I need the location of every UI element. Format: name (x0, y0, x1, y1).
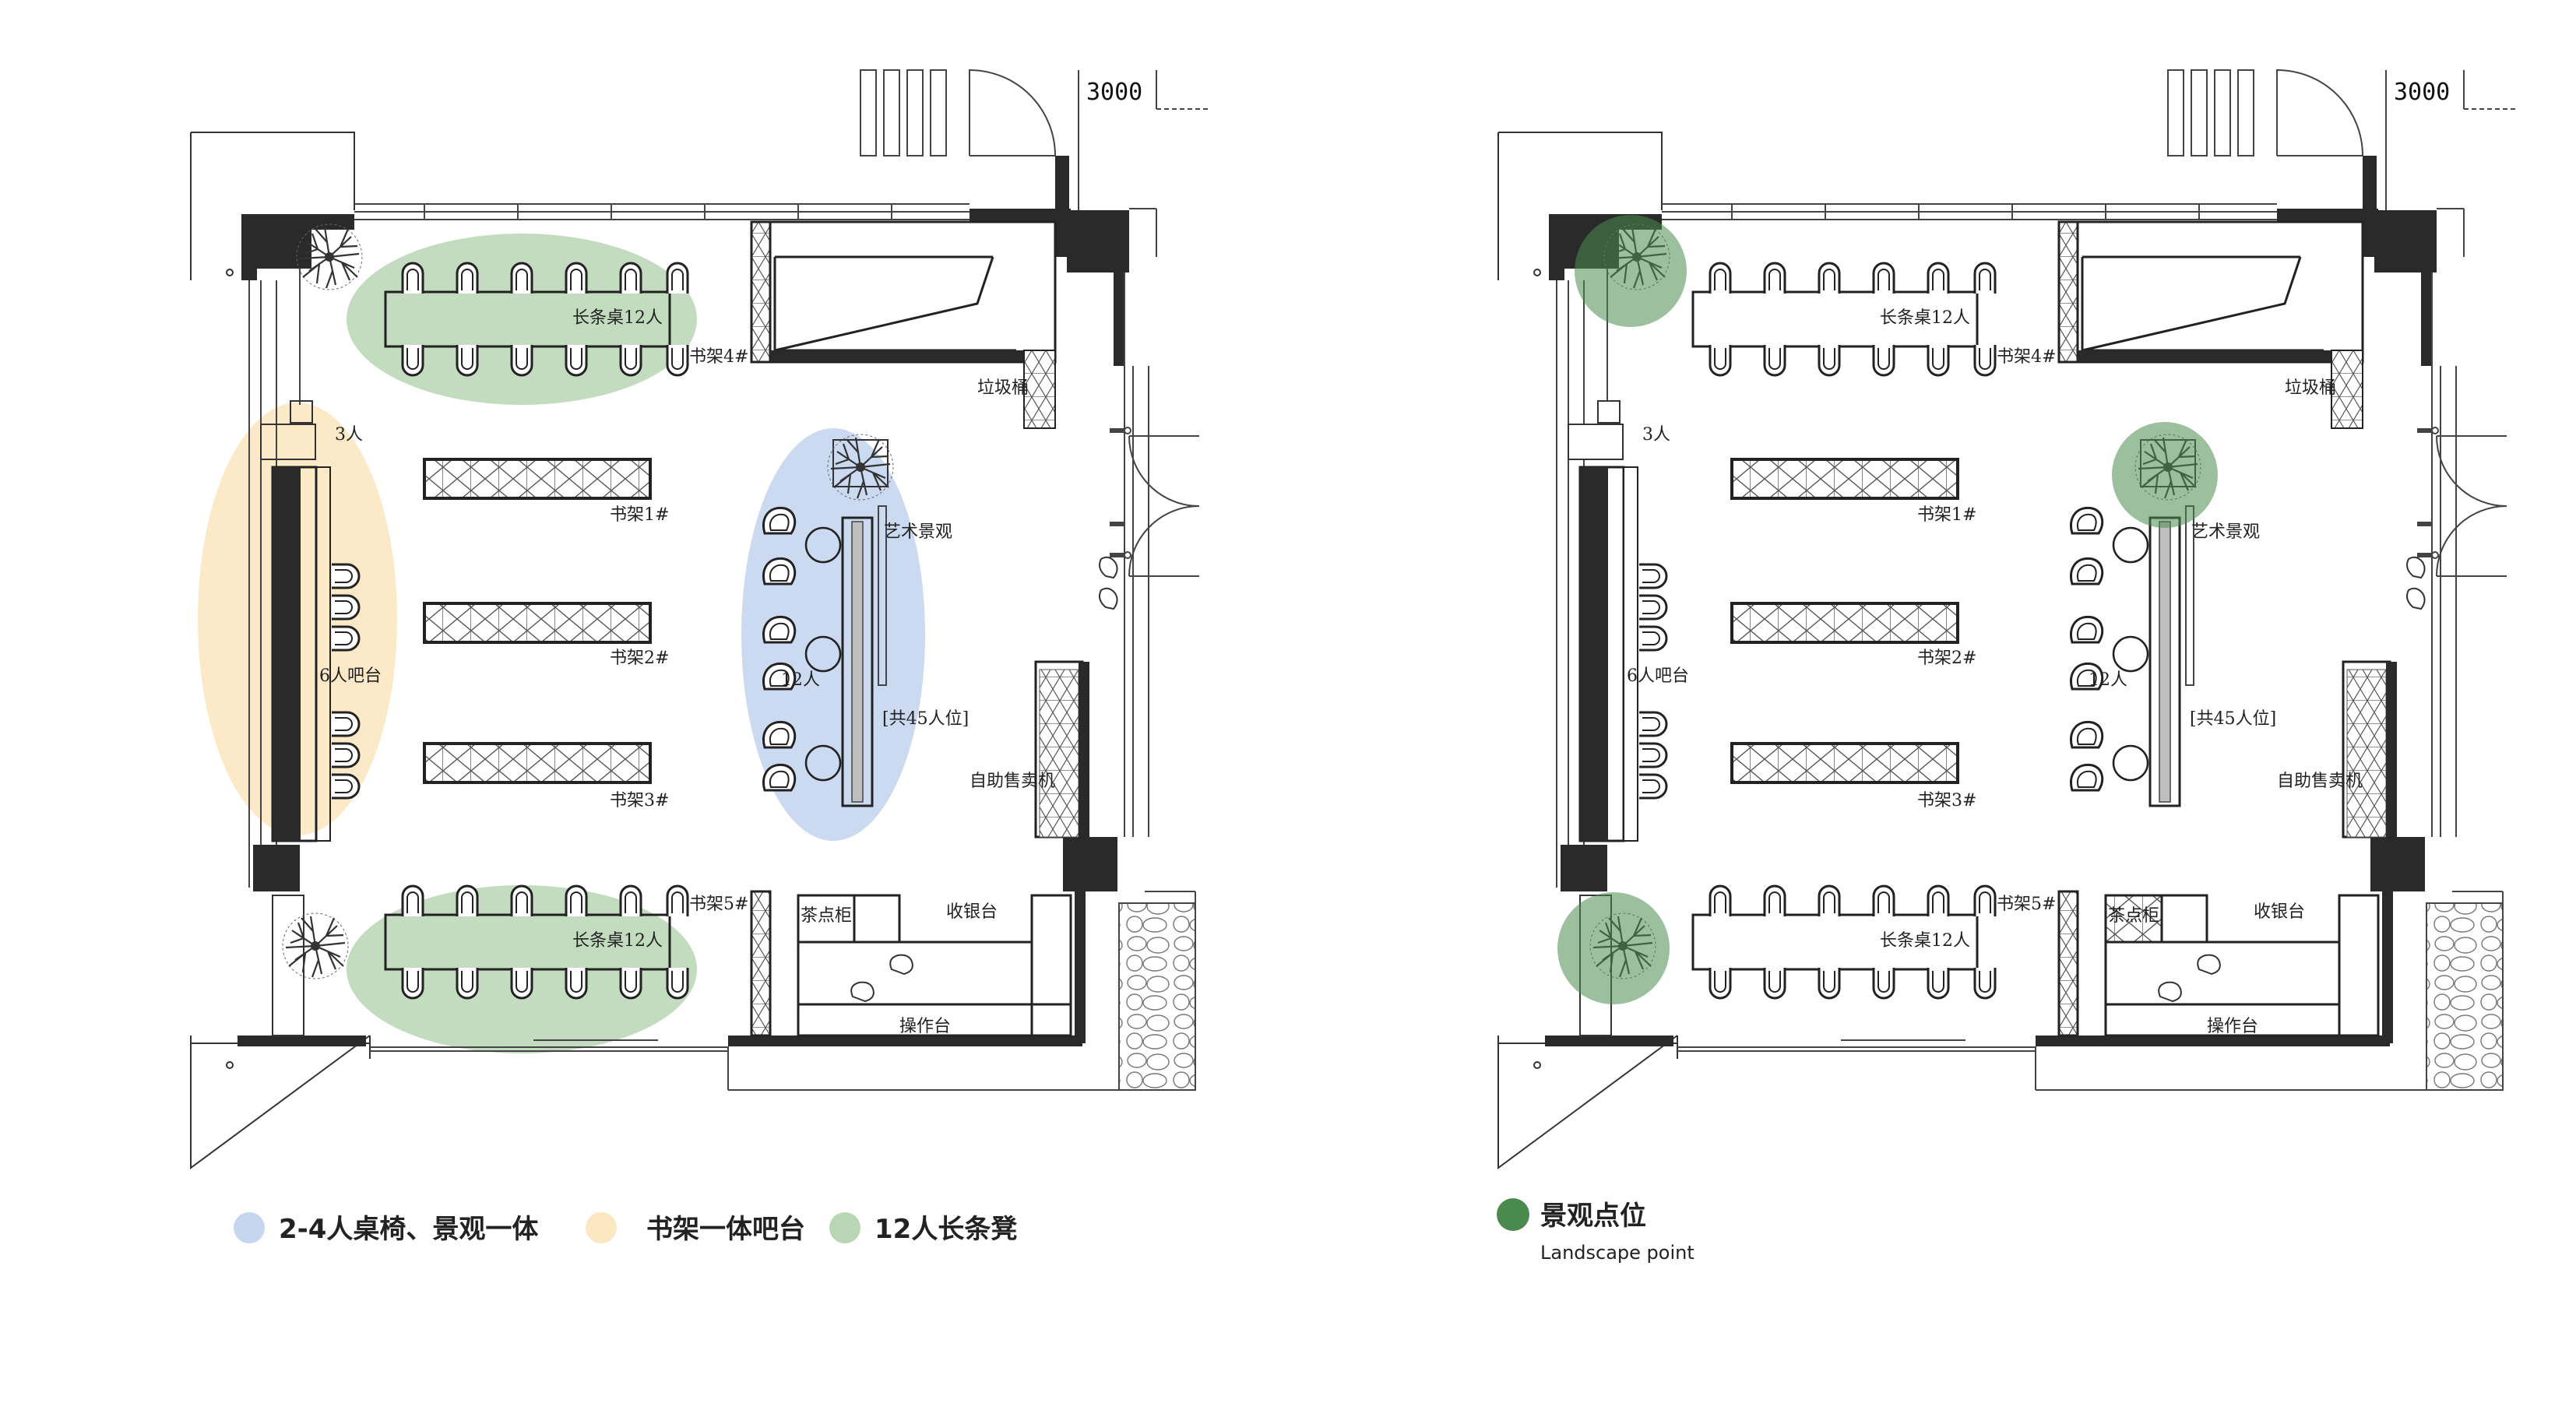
label-art-landscape: 艺术景观 (884, 522, 952, 542)
label-long-table-bottom: 长条桌12人 (1880, 931, 1970, 951)
label-operation: 操作台 (899, 1017, 951, 1036)
label-3-people: 3人 (335, 425, 363, 445)
label-shelf-1: 书架1# (610, 505, 669, 525)
legend-swatch-landscape (1497, 1198, 1529, 1231)
legend-right: 景观点位 Landscape point (1497, 1198, 1694, 1264)
legend-label-yellow: 书架一体吧台 (646, 1214, 805, 1245)
label-6-bar: 6人吧台 (1627, 666, 1689, 686)
label-total-seats: [共45人位] (2190, 709, 2276, 729)
legend-swatch-yellow (586, 1212, 617, 1243)
label-cashier: 收银台 (2254, 902, 2305, 922)
label-shelf-2: 书架2# (610, 649, 669, 668)
label-vending: 自助售卖机 (2277, 772, 2363, 791)
label-trash: 垃圾桶 (2285, 378, 2336, 398)
floor-plan-drawing: 3000 (190, 69, 1211, 1169)
label-total-seats: [共45人位] (882, 709, 969, 729)
legend-label-green: 12人长条凳 (875, 1214, 1017, 1245)
label-vending: 自助售卖机 (970, 772, 1055, 791)
label-tea-cabinet: 茶点柜 (801, 906, 852, 926)
label-long-table-top: 长条桌12人 (572, 308, 663, 328)
label-tea-cabinet: 茶点柜 (2108, 906, 2159, 926)
label-shelf-3: 书架3# (1917, 791, 1976, 810)
label-trash: 垃圾桶 (977, 378, 1029, 398)
legend-label-landscape: 景观点位 (1540, 1201, 1646, 1232)
landscape-point-2 (1557, 892, 1670, 1004)
legend-label-blue: 2-4人桌椅、景观一体 (279, 1214, 538, 1245)
label-cashier: 收银台 (946, 902, 998, 922)
landscape-point-3 (2112, 422, 2218, 528)
label-shelf-5: 书架5# (1997, 895, 2056, 914)
legend-swatch-blue (234, 1212, 265, 1243)
label-shelf-2: 书架2# (1917, 649, 1976, 668)
floor-plan-left: 3000 (190, 69, 1211, 1169)
floor-plan-right: 3000 (1497, 69, 2518, 1169)
zone-green-top (347, 234, 697, 405)
label-operation: 操作台 (2207, 1017, 2258, 1036)
label-6-bar: 6人吧台 (319, 666, 382, 686)
label-3-people: 3人 (1642, 425, 1670, 445)
label-shelf-1: 书架1# (1917, 505, 1976, 525)
label-long-table-top: 长条桌12人 (1880, 308, 1970, 328)
label-art-landscape: 艺术景观 (2191, 522, 2260, 542)
label-12-people: 12人 (2089, 670, 2127, 690)
landscape-point-1 (1575, 215, 1687, 327)
label-shelf-4: 书架4# (689, 347, 748, 367)
dimension-3000: 3000 (1086, 79, 1142, 106)
label-shelf-4: 书架4# (1997, 347, 2056, 367)
label-long-table-bottom: 长条桌12人 (572, 931, 663, 951)
label-shelf-3: 书架3# (610, 791, 669, 810)
dimension-3000: 3000 (2394, 79, 2450, 106)
label-12-people: 12人 (781, 670, 820, 690)
legend-sublabel-landscape: Landscape point (1540, 1242, 1694, 1264)
legend-left: 2-4人桌椅、景观一体 书架一体吧台 12人长条凳 (234, 1212, 1017, 1245)
label-shelf-5: 书架5# (689, 895, 748, 914)
legend-swatch-green (829, 1212, 860, 1243)
